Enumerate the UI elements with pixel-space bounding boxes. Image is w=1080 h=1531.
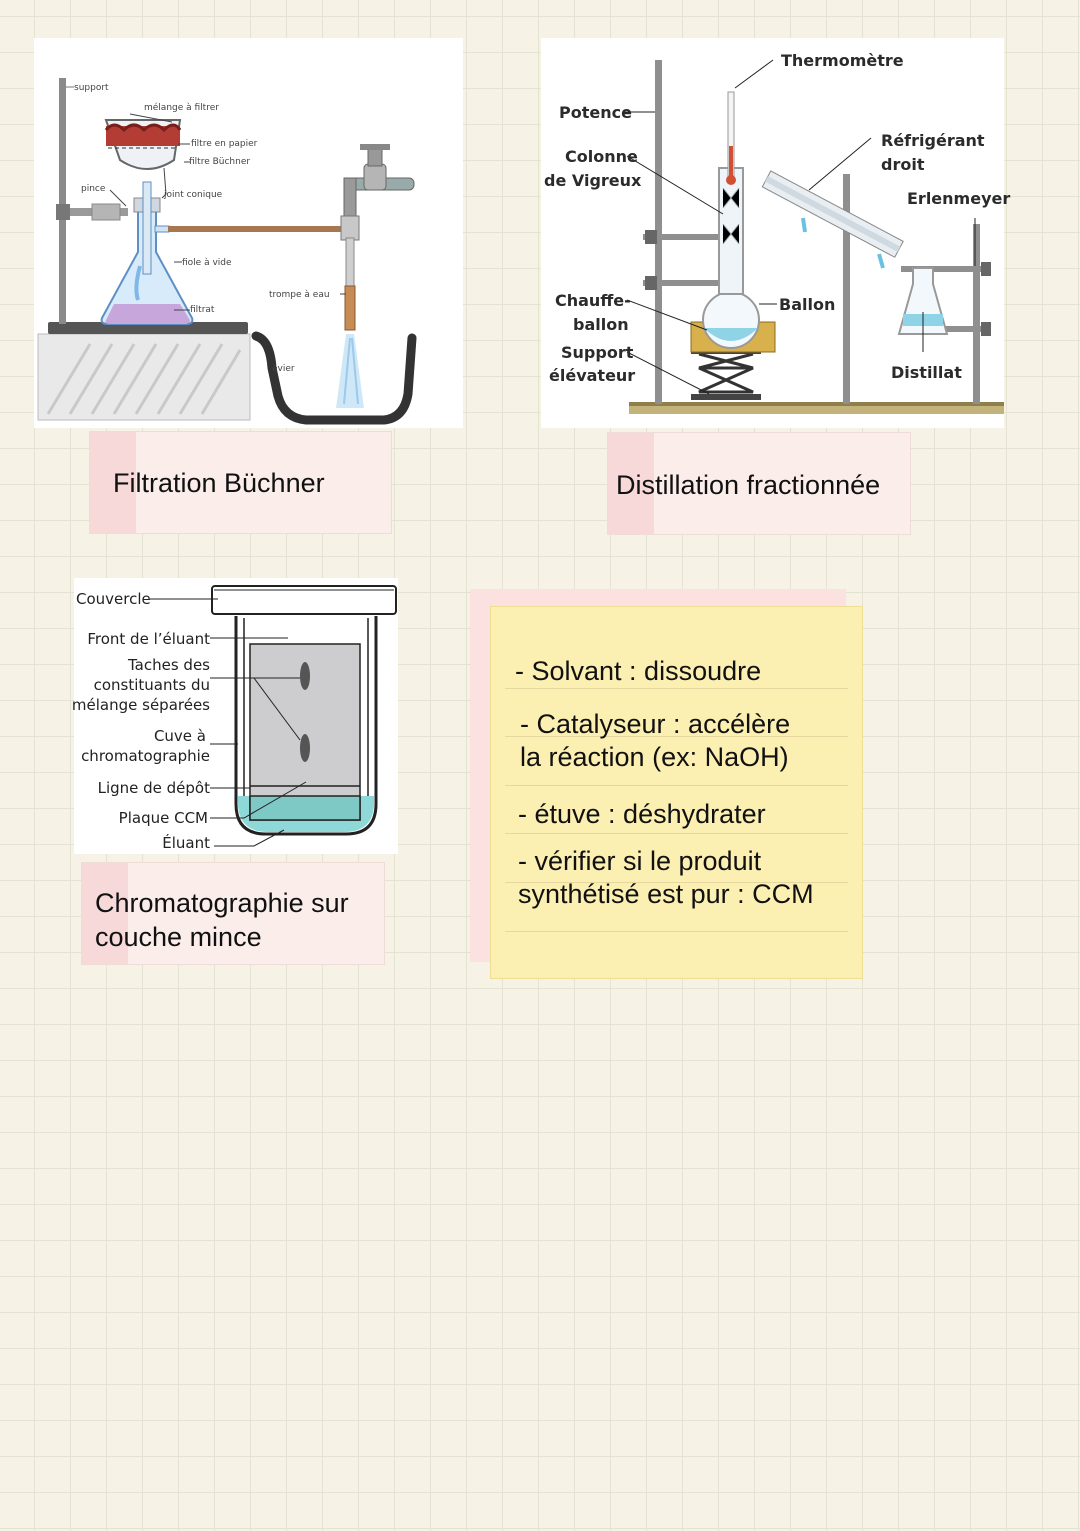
note-item-verifier-2: synthétisé est pur : CCM [518, 879, 814, 909]
label-taches-1: Taches des [127, 656, 210, 674]
label-support: Support [561, 343, 634, 362]
label-colonne: Colonne [565, 147, 638, 166]
label-filtrat: filtrat [190, 305, 215, 315]
label-taches-3: mélange séparées [72, 696, 210, 714]
ccm-illustration: Couvercle Front de l’éluant Taches des c… [72, 585, 397, 852]
distillation-caption-text: Distillation fractionnée [616, 470, 881, 500]
label-joint-conique: joint conique [163, 190, 223, 200]
sticky-note: - Solvant : dissoudre - Catalyseur : acc… [490, 606, 863, 979]
label-evier: évier [272, 363, 295, 374]
label-fiole: fiole à vide [182, 258, 232, 268]
ccm-caption-line2: couche mince [95, 922, 262, 952]
label-potence: Potence [559, 103, 632, 122]
ccm-caption: Chromatographie sur couche mince [81, 862, 385, 965]
label-vigreux: de Vigreux [544, 171, 642, 190]
label-eluant: Éluant [162, 833, 210, 852]
distillation-diagram: Thermomètre Potence Colonne de Vigreux R… [541, 38, 1010, 428]
label-ligne-depot: Ligne de dépôt [98, 779, 211, 797]
label-cuve-1: Cuve à [154, 727, 206, 745]
label-front: Front de l’éluant [87, 630, 210, 648]
buchner-filtration-diagram: support mélange à filtrer filtre en papi… [34, 38, 463, 428]
label-pince: pince [81, 184, 106, 194]
ccm-caption-line1: Chromatographie sur [95, 888, 349, 918]
label-erlenmeyer: Erlenmeyer [907, 189, 1010, 208]
label-ballon: Ballon [779, 295, 835, 314]
buchner-illustration: support mélange à filtrer filtre en papi… [37, 78, 417, 425]
label-refrigerant: Réfrigérant [881, 131, 985, 150]
label-plaque: Plaque CCM [119, 809, 208, 827]
label-elevateur: élévateur [549, 366, 635, 385]
label-cuve-2: chromatographie [81, 747, 210, 765]
label-taches-2: constituants du [94, 676, 210, 694]
note-item-verifier: - vérifier si le produit [518, 846, 762, 876]
label-melange: mélange à filtrer [144, 102, 219, 113]
note-item-catalyseur-2: la réaction (ex: NaOH) [520, 742, 789, 772]
distillation-illustration: Thermomètre Potence Colonne de Vigreux R… [544, 51, 1010, 414]
ccm-diagram: Couvercle Front de l’éluant Taches des c… [72, 578, 398, 854]
label-couvercle: Couvercle [76, 590, 151, 608]
note-item-catalyseur: - Catalyseur : accélère [520, 709, 791, 739]
label-thermometre: Thermomètre [781, 51, 904, 70]
label-droit: droit [881, 155, 925, 174]
label-filtre-papier: filtre en papier [191, 139, 258, 149]
label-trompe: trompe à eau [269, 290, 330, 300]
label-support: support [74, 83, 109, 93]
label-filtre-buchner: filtre Büchner [189, 157, 250, 167]
buchner-caption: Filtration Büchner [89, 431, 392, 534]
distillation-caption: Distillation fractionnée [607, 432, 911, 535]
note-item-solvant: - Solvant : dissoudre [515, 656, 762, 686]
buchner-caption-text: Filtration Büchner [113, 468, 325, 498]
label-distillat: Distillat [891, 363, 962, 382]
label-chauffe-ballon: ballon [573, 315, 629, 334]
note-item-etuve: - étuve : déshydrater [518, 799, 766, 829]
label-chauffe: Chauffe- [555, 291, 631, 310]
